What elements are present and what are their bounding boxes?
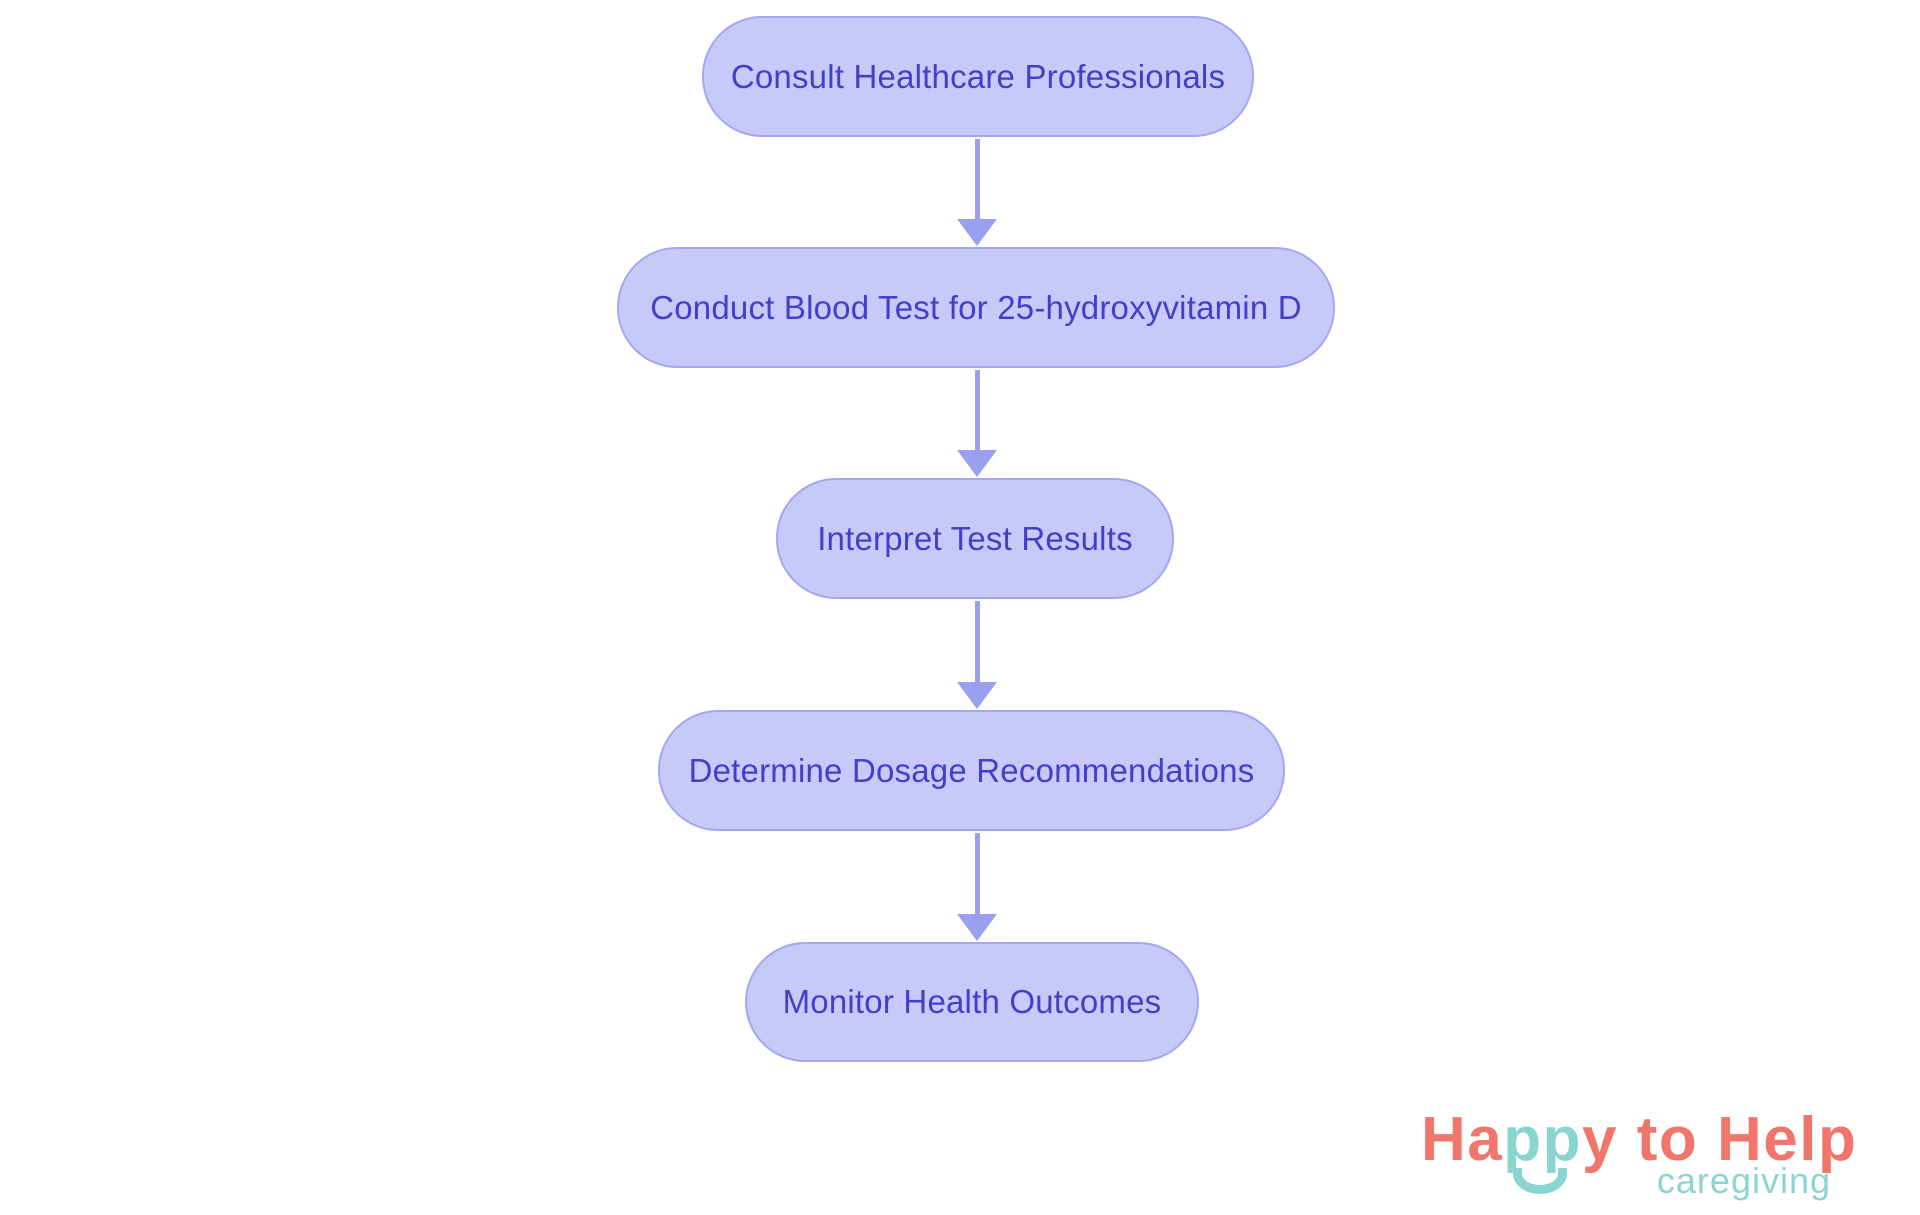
arrow-down-icon [957,833,997,941]
arrow-shaft [974,370,980,450]
arrow-down-icon [957,139,997,246]
node-label: Interpret Test Results [817,519,1133,557]
logo-wordmark: Happy to Help [1421,1104,1857,1175]
node-label: Conduct Blood Test for 25-hydroxyvitamin… [650,288,1302,326]
node-label: Determine Dosage Recommendations [688,751,1255,789]
smile-icon [1513,1168,1567,1194]
flowchart-node-blood-test: Conduct Blood Test for 25-hydroxyvitamin… [617,247,1335,368]
arrow-down-icon [957,601,997,709]
arrow-shaft [974,833,980,914]
flowchart-node-monitor: Monitor Health Outcomes [745,942,1199,1062]
flowchart-node-dosage: Determine Dosage Recommendations [658,710,1285,831]
logo-seg-coral: y to Help [1582,1105,1858,1174]
node-label: Monitor Health Outcomes [782,983,1162,1020]
arrow-shaft [974,601,980,682]
arrow-shaft [974,139,980,219]
logo-tagline: caregiving [1656,1160,1831,1201]
arrowhead-icon [957,682,997,709]
arrow-down-icon [957,370,997,477]
flowchart-node-consult: Consult Healthcare Professionals [702,16,1254,137]
happy-to-help-logo: Happy to Help caregiving [1421,1104,1883,1209]
arrowhead-icon [957,914,997,941]
logo-seg-teal: pp [1503,1105,1583,1174]
arrowhead-icon [957,219,997,246]
node-label: Consult Healthcare Professionals [730,57,1226,95]
logo-seg-coral: Ha [1421,1105,1504,1174]
flowchart-node-interpret: Interpret Test Results [776,478,1174,599]
arrowhead-icon [957,450,997,477]
